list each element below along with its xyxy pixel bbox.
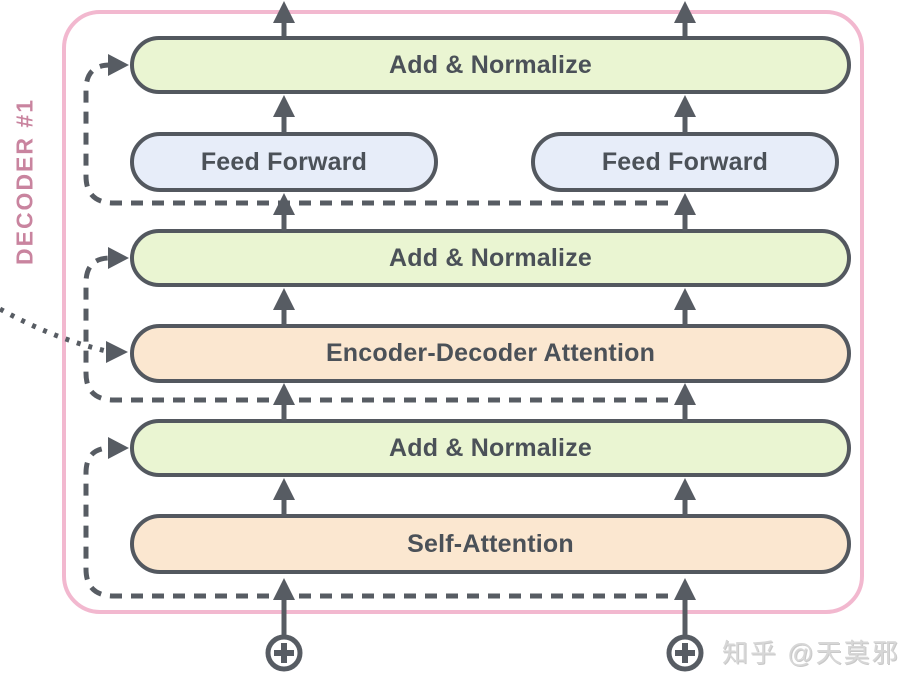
encoder-decoder-attention-block: Encoder-Decoder Attention bbox=[130, 324, 851, 383]
feed-forward-right-block: Feed Forward bbox=[531, 132, 839, 192]
add-normalize-mid-block: Add & Normalize bbox=[130, 229, 851, 287]
residual-add-right-icon bbox=[666, 634, 704, 672]
residual-add-left-icon bbox=[265, 634, 303, 672]
decoder-title-vertical: DECODER #1 bbox=[11, 98, 38, 266]
self-attention-block: Self-Attention bbox=[130, 514, 851, 574]
feed-forward-left-block: Feed Forward bbox=[130, 132, 438, 192]
zhihu-watermark: 知乎 @天莫邪 bbox=[722, 638, 900, 668]
add-normalize-top-block: Add & Normalize bbox=[130, 36, 851, 94]
add-normalize-bottom-block: Add & Normalize bbox=[130, 419, 851, 477]
